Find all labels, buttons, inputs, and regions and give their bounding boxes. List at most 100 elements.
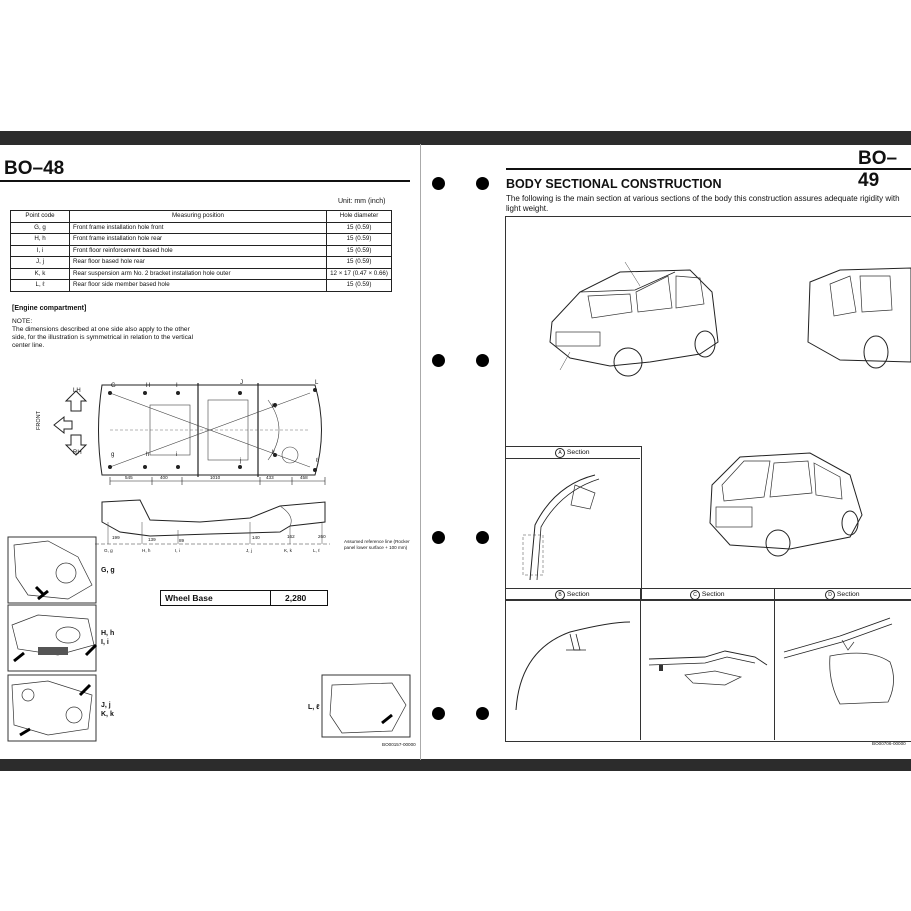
section-a-label: A Section: [555, 448, 590, 458]
plan-dim: 545: [125, 475, 133, 480]
side-code: I, i: [175, 548, 180, 553]
plan-code-L: L: [315, 380, 319, 386]
section-divider-bc: [640, 588, 641, 740]
plan-code-K: K: [272, 404, 277, 410]
table-cell: 15 (0.59): [326, 279, 392, 292]
table-row: G, g Front frame installation hole front…: [10, 221, 392, 234]
table-cell: K, k: [10, 267, 70, 280]
section-a-drawing: [522, 474, 600, 581]
direction-arrows: [53, 390, 88, 456]
plan-dim: 433: [266, 475, 274, 480]
table-row: H, h Front frame installation hole rear …: [10, 233, 392, 246]
cars-figure-box: [505, 216, 911, 600]
front-arrow-icon: [53, 415, 73, 435]
note-block: NOTE: The dimensions described at one si…: [12, 318, 202, 350]
right-page-title: BODY SECTIONAL CONSTRUCTION: [506, 177, 722, 191]
plan-code-H: H: [146, 383, 151, 389]
rh-arrow-icon: [64, 434, 88, 456]
plan-code-l: ℓ: [316, 458, 318, 464]
engine-compartment-heading: [Engine compartment]: [12, 305, 87, 312]
lh-label: LH: [73, 388, 81, 394]
section-a-divider: [505, 458, 640, 459]
table-cell: Rear floor based hole rear: [69, 256, 327, 269]
section-b-drawing: [515, 621, 631, 711]
underbody-side-diagram: [95, 499, 330, 545]
section-a-text: Section: [566, 449, 590, 456]
section-c-drawing: [648, 650, 768, 686]
binder-hole: [432, 354, 445, 367]
plan-dim: 458: [300, 475, 308, 480]
section-c-label: C Section: [690, 590, 725, 600]
label-ii: I, i: [101, 639, 109, 646]
table-cell: I, i: [10, 244, 70, 257]
plan-dimension-line: [109, 477, 326, 485]
section-c-marker: C: [690, 590, 700, 600]
table-row: J, j Rear floor based hole rear 15 (0.59…: [10, 256, 392, 269]
table-header: Measuring position: [69, 210, 327, 223]
table-cell: Front frame installation hole front: [69, 221, 327, 234]
binder-hole: [476, 531, 489, 544]
note-text: The dimensions described at one side als…: [12, 326, 194, 349]
label-gg: G, g: [101, 567, 115, 574]
label-kk: K, k: [101, 711, 114, 718]
table-cell: 15 (0.59): [326, 221, 392, 234]
section-d-label: D Section: [825, 590, 860, 600]
section-c-text: Section: [701, 591, 725, 598]
table-row: L, ℓ Rear floor side member based hole 1…: [10, 279, 392, 292]
table-header-row: Point code Measuring position Hole diame…: [10, 210, 392, 223]
wheel-base-box: Wheel Base 2,280: [160, 590, 328, 606]
left-page-number: BO–48: [4, 158, 65, 179]
section-divider-cd: [774, 588, 775, 740]
table-cell: Rear floor side member based hole: [69, 279, 327, 292]
detail-figure-ll: [321, 674, 411, 738]
unit-label: Unit: mm (inch): [338, 198, 386, 205]
side-code: K, k: [284, 548, 292, 553]
table-row: I, i Front floor reinforcement based hol…: [10, 244, 392, 257]
table-header: Hole diameter: [326, 210, 392, 223]
plan-code-k: k: [272, 450, 275, 456]
section-d-drawing: [783, 617, 894, 705]
label-ll: L, ℓ: [308, 704, 320, 711]
note-title: NOTE:: [12, 318, 33, 325]
left-page: [0, 144, 421, 760]
table-cell: Front floor reinforcement based hole: [69, 244, 327, 257]
binder-hole: [432, 177, 445, 190]
wheel-base-label: Wheel Base: [161, 591, 271, 605]
measurement-table: Point code Measuring position Hole diame…: [10, 210, 392, 292]
plan-code-h: h: [146, 452, 150, 458]
section-b-text: Section: [566, 591, 590, 598]
right-header-rule: [506, 168, 911, 170]
plan-code-G: G: [111, 383, 116, 389]
table-cell: 12 × 17 (0.47 × 0.66): [326, 267, 392, 280]
side-code: H, h: [142, 548, 151, 553]
table-header: Point code: [10, 210, 70, 223]
binder-hole: [476, 707, 489, 720]
side-code: J, j: [246, 548, 252, 553]
detail-figure-gg: [7, 536, 97, 604]
side-dim: 139: [148, 537, 156, 542]
sections-bcd-box: [505, 588, 911, 742]
left-header-rule: [0, 180, 410, 182]
front-label: FRONT: [36, 411, 42, 430]
side-code: L, ℓ: [313, 548, 320, 553]
side-dim: 140: [252, 535, 260, 540]
side-dim: 199: [112, 535, 120, 540]
car-rear-illustration: [709, 452, 863, 557]
detail-figure-hh-ii: [7, 604, 98, 672]
sections-bcd-divider: [505, 600, 911, 601]
table-cell: J, j: [10, 256, 70, 269]
plan-code-g: g: [111, 452, 115, 458]
table-cell: 15 (0.59): [326, 244, 392, 257]
plan-code-i: i: [176, 452, 178, 458]
section-a-marker: A: [555, 448, 565, 458]
wheel-base-value: 2,280: [285, 593, 307, 603]
label-hh: H, h: [101, 630, 115, 637]
section-d-text: Section: [836, 591, 860, 598]
table-cell: H, h: [10, 233, 70, 246]
plan-code-J: J: [240, 380, 243, 386]
section-b-label: B Section: [555, 590, 590, 600]
side-code: G, g: [104, 548, 113, 553]
top-scan-band: [0, 131, 911, 145]
right-page-number: BO–49: [858, 148, 898, 191]
plan-code-I: I: [176, 383, 178, 389]
